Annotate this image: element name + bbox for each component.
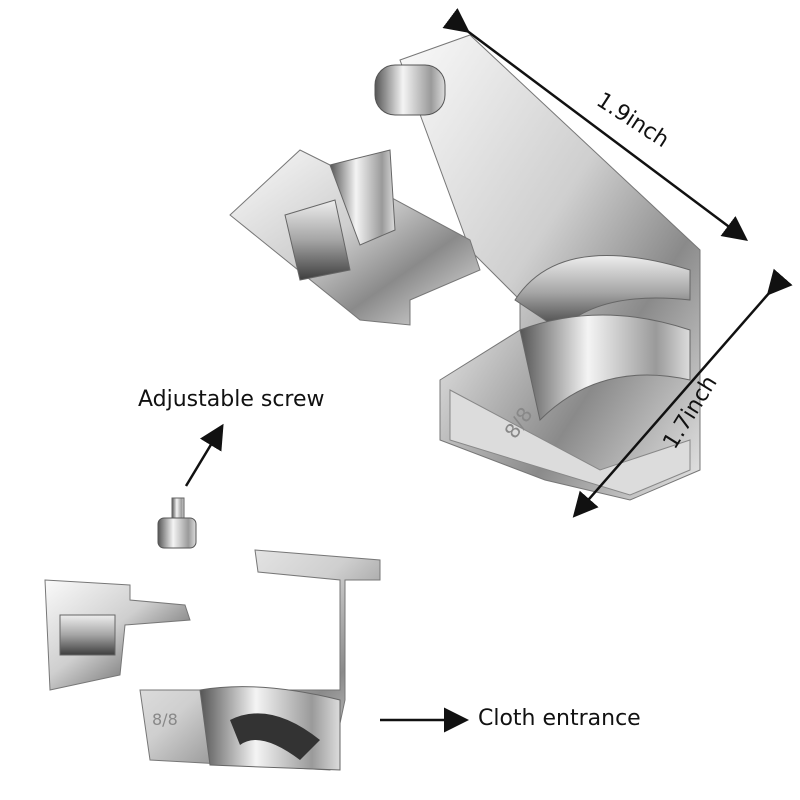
entrance-label: Cloth entrance (478, 706, 641, 731)
screw-callout-arrow (184, 423, 224, 487)
part-marking: 8/8 (152, 710, 178, 729)
hemmer-plate-part: 8/8 (139, 549, 381, 771)
knurled-screw-icon (374, 64, 446, 116)
height-dimension-arrow (572, 268, 793, 518)
width-dimension-arrow (442, 8, 749, 241)
presser-foot-part (44, 579, 191, 691)
adjustable-screw-part (157, 497, 197, 549)
screw-label: Adjustable screw (138, 387, 325, 412)
